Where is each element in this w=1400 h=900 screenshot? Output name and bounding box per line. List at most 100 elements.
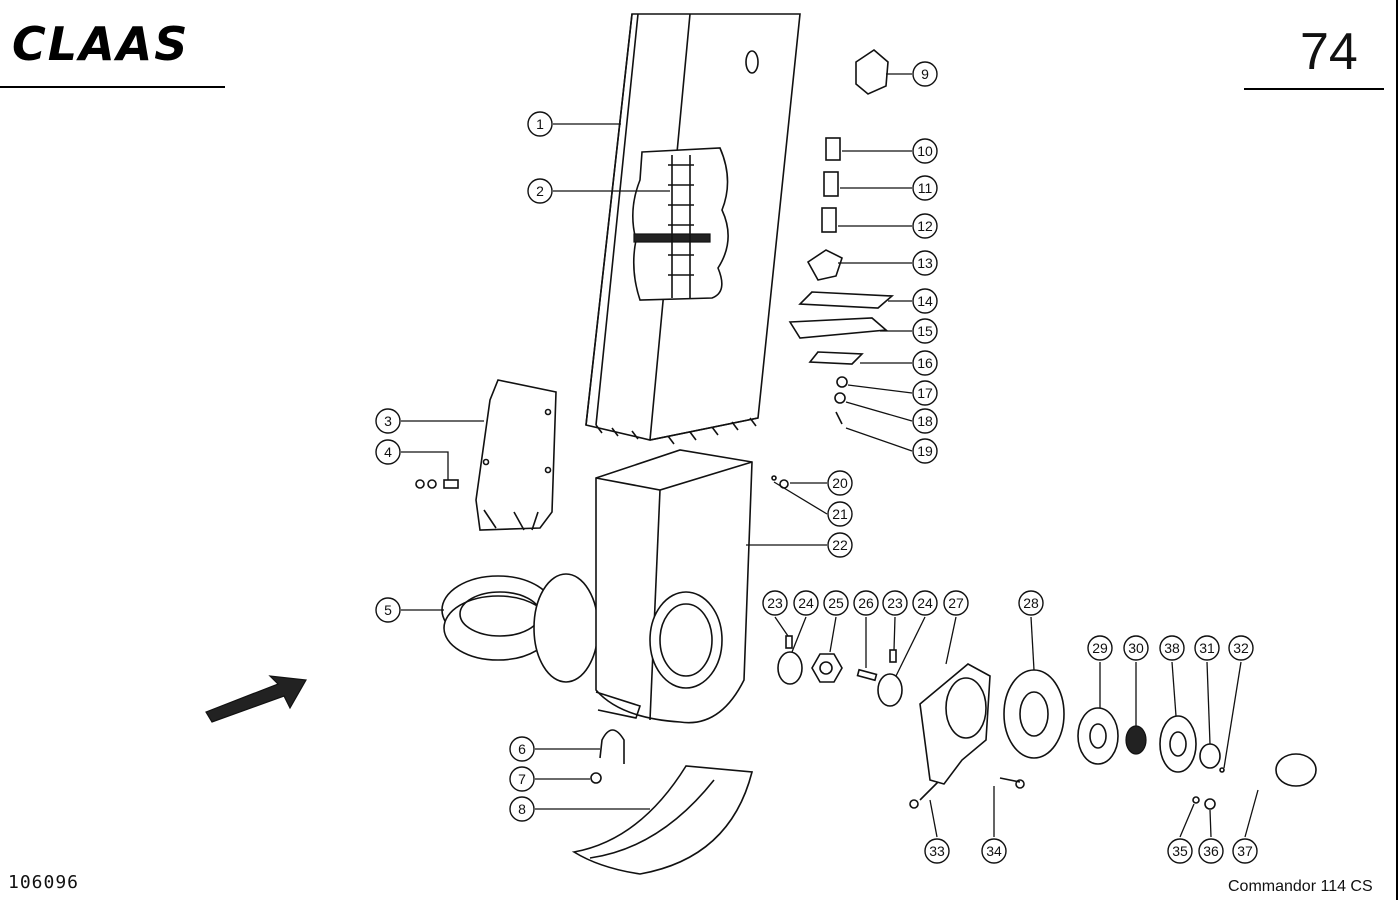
svg-text:23: 23 [887, 595, 903, 611]
leader-lines [401, 73, 1259, 838]
header-right-rule [1244, 88, 1384, 90]
callout-18: 18 [912, 408, 938, 434]
callout-35: 35 [1167, 838, 1193, 864]
bearing-stack [1077, 707, 1317, 787]
svg-text:7: 7 [518, 771, 526, 787]
callout-5: 5 [375, 597, 401, 623]
model-label: Commandor 114 CS [1228, 878, 1373, 895]
callout-6: 6 [509, 736, 535, 762]
svg-text:9: 9 [921, 66, 929, 82]
svg-text:21: 21 [832, 506, 848, 522]
lower-housing [533, 449, 753, 724]
svg-text:36: 36 [1203, 843, 1219, 859]
svg-text:38: 38 [1164, 640, 1180, 656]
svg-text:19: 19 [917, 443, 933, 459]
bolt-and-nuts [415, 479, 459, 489]
elevator-housing [585, 13, 801, 445]
callout-19: 19 [912, 438, 938, 464]
bearing-bracket [919, 663, 991, 785]
svg-text:33: 33 [929, 843, 945, 859]
small-parts-column [788, 48, 895, 425]
svg-text:5: 5 [384, 602, 392, 618]
svg-text:23: 23 [767, 595, 783, 611]
svg-text:22: 22 [832, 537, 848, 553]
shaft-assembly [777, 635, 903, 707]
callout-30: 30 [1123, 635, 1149, 661]
svg-text:1: 1 [536, 116, 544, 132]
svg-text:14: 14 [917, 293, 933, 309]
header-left-rule [0, 86, 225, 88]
callout-36: 36 [1198, 838, 1224, 864]
svg-text:6: 6 [518, 741, 526, 757]
svg-text:3: 3 [384, 413, 392, 429]
svg-text:2: 2 [536, 183, 544, 199]
bearing-flange [1003, 669, 1065, 759]
svg-text:29: 29 [1092, 640, 1108, 656]
callout-10: 10 [912, 138, 938, 164]
svg-text:28: 28 [1023, 595, 1039, 611]
svg-text:24: 24 [798, 595, 814, 611]
svg-text:25: 25 [828, 595, 844, 611]
callout-28: 28 [1018, 590, 1044, 616]
svg-text:37: 37 [1237, 843, 1253, 859]
svg-text:8: 8 [518, 801, 526, 817]
back-plate [475, 379, 557, 531]
svg-text:30: 30 [1128, 640, 1144, 656]
callout-38: 38 [1159, 635, 1185, 661]
callout-9: 9 [912, 61, 938, 87]
svg-text:16: 16 [917, 355, 933, 371]
callout-23-second: 23 [882, 590, 908, 616]
callout-1: 1 [527, 111, 553, 137]
svg-text:35: 35 [1172, 843, 1188, 859]
callout-25: 25 [823, 590, 849, 616]
callout-7: 7 [509, 766, 535, 792]
page-number: 74 [1300, 23, 1358, 81]
callout-11: 11 [912, 175, 938, 201]
direction-arrow [205, 675, 307, 723]
bottom-guide [571, 765, 754, 875]
callout-22: 22 [827, 532, 853, 558]
callout-31: 31 [1194, 635, 1220, 661]
page-border-right [1396, 0, 1398, 900]
callout-14: 14 [912, 288, 938, 314]
brand-logo-text: CLAAS [12, 17, 189, 71]
svg-text:11: 11 [918, 180, 933, 196]
callout-24-second: 24 [912, 590, 938, 616]
callout-16: 16 [912, 350, 938, 376]
svg-text:26: 26 [858, 595, 874, 611]
callout-17: 17 [912, 380, 938, 406]
svg-text:13: 13 [917, 255, 933, 271]
svg-text:20: 20 [832, 475, 848, 491]
callout-3: 3 [375, 408, 401, 434]
callout-24: 24 [793, 590, 819, 616]
svg-text:32: 32 [1233, 640, 1249, 656]
callout-8: 8 [509, 796, 535, 822]
callout-13: 13 [912, 250, 938, 276]
bottom-hardware [909, 777, 1216, 810]
claas-logo: CLAAS [12, 17, 189, 71]
callout-27: 27 [943, 590, 969, 616]
svg-text:4: 4 [384, 444, 392, 460]
callout-20: 20 [827, 470, 853, 496]
svg-text:31: 31 [1199, 640, 1215, 656]
callout-4: 4 [375, 439, 401, 465]
drawing-number: 106096 [8, 872, 80, 893]
callout-29: 29 [1087, 635, 1113, 661]
u-bolt [590, 729, 625, 784]
svg-text:34: 34 [986, 843, 1002, 859]
svg-text:27: 27 [948, 595, 964, 611]
callout-37: 37 [1232, 838, 1258, 864]
svg-text:24: 24 [917, 595, 933, 611]
callout-32: 32 [1228, 635, 1254, 661]
svg-text:15: 15 [917, 323, 933, 339]
callout-2: 2 [527, 178, 553, 204]
svg-text:18: 18 [917, 413, 933, 429]
callout-12: 12 [912, 213, 938, 239]
callout-23: 23 [762, 590, 788, 616]
callout-33: 33 [924, 838, 950, 864]
callout-21: 21 [827, 501, 853, 527]
callout-15: 15 [912, 318, 938, 344]
svg-text:12: 12 [917, 218, 933, 234]
